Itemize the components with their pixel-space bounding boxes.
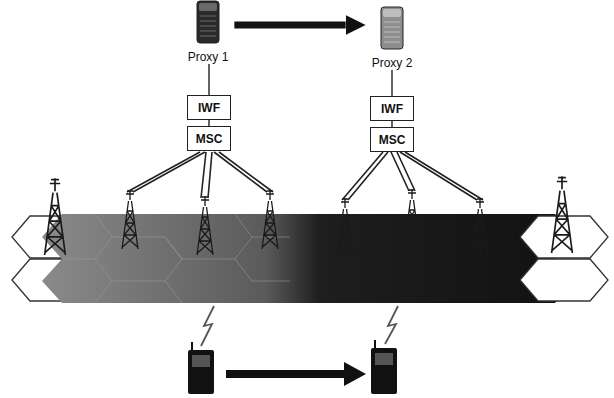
coverage-band [42, 214, 576, 303]
radio-link [127, 152, 483, 200]
proxy-server: Proxy 2 [368, 6, 417, 70]
connector [208, 64, 209, 95]
process-box: MSC [187, 126, 231, 151]
tower-icon [472, 198, 488, 257]
server-icon [379, 6, 405, 50]
server-label: Proxy 1 [188, 50, 229, 64]
connector [234, 22, 345, 29]
radio-signal [201, 306, 398, 346]
cell-grid [62, 214, 290, 303]
connector [391, 70, 392, 96]
tower-icon [552, 176, 573, 253]
tower-icon [45, 178, 66, 255]
tower-icon [262, 190, 278, 249]
proxy-server: Proxy 1 [184, 0, 233, 64]
server-icon [195, 0, 221, 44]
tower-icon [122, 190, 138, 249]
cell-hexagon [520, 216, 608, 258]
tower-icon [337, 198, 353, 257]
server-label: Proxy 2 [372, 56, 413, 70]
tower-icon [197, 196, 213, 255]
process-box: IWF [187, 95, 231, 120]
tower-icon [404, 189, 420, 248]
box-label: IWF [381, 102, 403, 116]
box-label: IWF [198, 101, 220, 115]
mobile-phone [371, 340, 397, 394]
box-label: MSC [196, 132, 223, 146]
cell-hexagon [520, 259, 608, 301]
process-box: MSC [370, 127, 414, 152]
mobile-phone [188, 342, 214, 394]
box-label: MSC [379, 133, 406, 147]
movement-arrow [226, 362, 366, 386]
process-box: IWF [370, 96, 414, 121]
